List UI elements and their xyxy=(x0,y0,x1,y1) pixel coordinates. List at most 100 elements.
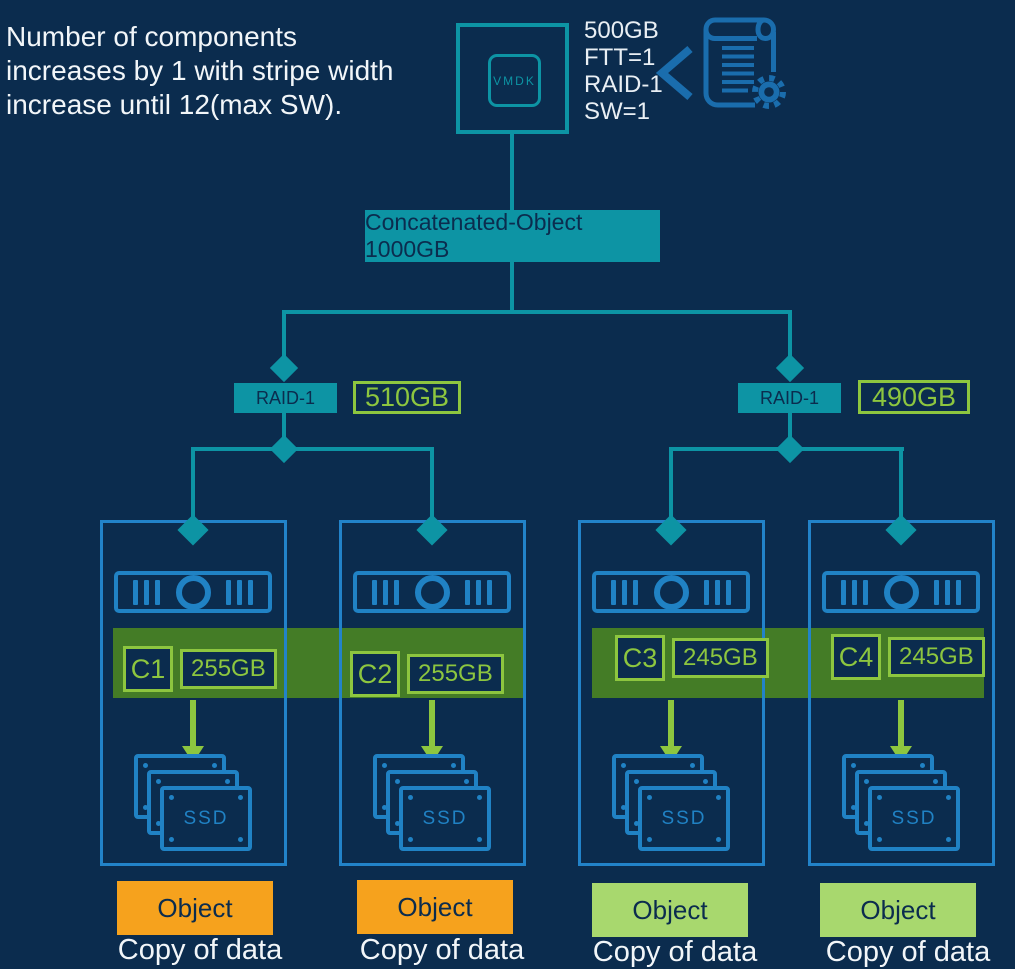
raid1-label: RAID-1 xyxy=(255,387,315,408)
server-slots-icon xyxy=(934,579,961,605)
raid1-label: RAID-1 xyxy=(759,387,819,408)
annotation-line: increase until 12(max SW). xyxy=(6,89,343,120)
vmdk-label: VMDK xyxy=(493,73,536,88)
raid-size-label: 510GB xyxy=(364,382,450,412)
concatenated-object-label: Concatenated-Object 1000GB xyxy=(365,209,583,262)
object-box-1: Object xyxy=(117,881,273,935)
object-label: Object xyxy=(632,894,708,925)
component-group-2: C2 255GB xyxy=(350,651,504,697)
ssd-stack-icon: SSD xyxy=(612,754,730,852)
ssd-stack-icon: SSD xyxy=(134,754,252,852)
copy-of-data-caption: Copy of data xyxy=(825,936,991,968)
diamond-node-icon xyxy=(775,353,805,383)
ssd-stack-icon: SSD xyxy=(373,754,491,852)
server-slots-icon xyxy=(372,579,399,605)
server-icon xyxy=(592,571,750,613)
component-id-label: C3 xyxy=(622,642,658,673)
raid-size-label: 490GB xyxy=(871,381,957,412)
ssd-card: SSD xyxy=(868,786,960,851)
ssd-card: SSD xyxy=(160,786,252,851)
ssd-label: SSD xyxy=(422,807,468,829)
copy-of-data-caption: Copy of data xyxy=(117,934,283,966)
component-id-box: C1 xyxy=(123,646,173,692)
connector-line xyxy=(899,447,903,525)
connector-line xyxy=(191,447,434,451)
ssd-label: SSD xyxy=(661,807,707,829)
component-group-1: C1 255GB xyxy=(123,646,277,692)
annotation-note: Number of components increases by 1 with… xyxy=(6,20,446,122)
raid-size-box-left: 510GB xyxy=(353,381,461,414)
component-id-label: C1 xyxy=(130,653,166,684)
server-power-icon xyxy=(175,574,211,610)
connector-line xyxy=(282,310,792,314)
ssd-label: SSD xyxy=(183,807,229,829)
component-size-label: 245GB xyxy=(899,643,974,670)
copy-of-data-caption: Copy of data xyxy=(592,936,758,968)
component-size-box: 255GB xyxy=(180,649,277,689)
ssd-card: SSD xyxy=(638,786,730,851)
object-box-3: Object xyxy=(592,883,748,937)
connector-line xyxy=(282,413,286,449)
server-icon xyxy=(353,571,511,613)
annotation-line: Number of components xyxy=(6,21,298,52)
connector-line xyxy=(510,262,514,312)
server-slots-icon xyxy=(133,579,160,605)
object-label: Object xyxy=(397,891,473,922)
component-id-box: C4 xyxy=(831,634,881,680)
policy-scroll-icon xyxy=(703,17,786,109)
component-size-box: 255GB xyxy=(407,654,504,694)
component-id-box: C2 xyxy=(350,651,400,697)
connector-line xyxy=(191,447,195,525)
connector-line xyxy=(788,413,792,449)
component-id-label: C4 xyxy=(838,641,874,672)
copy-of-data-caption: Copy of data xyxy=(359,934,525,966)
component-size-label: 245GB xyxy=(683,644,758,671)
server-power-icon xyxy=(414,574,450,610)
component-id-label: C2 xyxy=(357,658,393,689)
component-group-4: C4 245GB xyxy=(831,634,985,680)
ssd-stack-icon: SSD xyxy=(842,754,960,852)
diamond-node-icon xyxy=(269,353,299,383)
connector-line xyxy=(430,447,434,525)
vmdk-inner-box: VMDK xyxy=(488,54,541,107)
policy-size: 500GB xyxy=(584,17,659,44)
server-power-icon xyxy=(653,574,689,610)
component-size-label: 255GB xyxy=(418,660,493,687)
concatenated-object-box: Concatenated-Object 1000GB xyxy=(365,209,660,262)
raid1-box-right: RAID-1 xyxy=(738,383,841,413)
raid1-box-left: RAID-1 xyxy=(234,383,337,413)
object-label: Object xyxy=(157,892,233,923)
policy-attributes: 500GB FTT=1 RAID-1 SW=1 xyxy=(584,17,663,125)
server-slots-icon xyxy=(611,579,638,605)
diamond-node-icon xyxy=(269,434,299,464)
object-box-2: Object xyxy=(357,880,513,934)
chevron-left-icon xyxy=(655,45,693,101)
vmdk-box: VMDK xyxy=(456,23,569,134)
connector-line xyxy=(669,447,673,525)
server-slots-icon xyxy=(704,579,731,605)
object-label: Object xyxy=(860,894,936,925)
ssd-label: SSD xyxy=(891,807,937,829)
component-size-label: 255GB xyxy=(191,655,266,682)
server-slots-icon xyxy=(226,579,253,605)
server-icon xyxy=(114,571,272,613)
connector-line xyxy=(510,134,514,210)
gear-icon xyxy=(752,75,786,109)
policy-sw: SW=1 xyxy=(584,98,651,125)
connector-line xyxy=(282,310,286,360)
raid-size-box-right: 490GB xyxy=(858,380,970,414)
object-box-4: Object xyxy=(820,883,976,937)
connector-line xyxy=(788,310,792,360)
diamond-node-icon xyxy=(775,434,805,464)
server-slots-icon xyxy=(841,579,868,605)
component-size-box: 245GB xyxy=(888,637,985,677)
server-power-icon xyxy=(883,574,919,610)
policy-raid: RAID-1 xyxy=(584,71,663,98)
server-icon xyxy=(822,571,980,613)
component-group-3: C3 245GB xyxy=(615,635,769,681)
component-id-box: C3 xyxy=(615,635,665,681)
component-size-box: 245GB xyxy=(672,638,769,678)
ssd-card: SSD xyxy=(399,786,491,851)
policy-ftt: FTT=1 xyxy=(584,44,656,71)
